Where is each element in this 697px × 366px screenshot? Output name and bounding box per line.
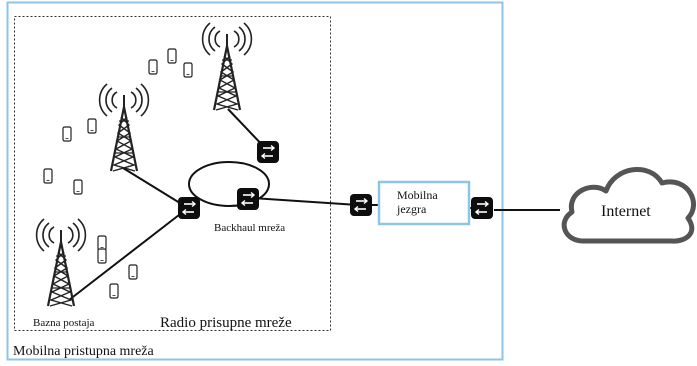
base-station-tower-1-icon [201,21,253,112]
cloud-icon [561,167,696,244]
backhaul-network-label: Backhaul mreža [214,222,285,234]
radio-access-network-label: Radio prisupne mreže [160,315,292,331]
mobile-phone-icon [87,118,97,134]
gateway-router-icon [349,193,373,217]
mobile-phone-icon [167,48,177,64]
mobile-phone-icon [148,59,158,75]
backhaul-router-icon [236,187,260,211]
mobile-access-network-border [6,1,504,361]
mobile-access-network-label: Mobilna pristupna mreža [13,344,155,359]
mobile-phone-icon [97,248,107,264]
internet-label: Internet [601,203,651,220]
mobile-core-box [377,180,471,226]
base-station-label: Bazna postaja [33,317,95,329]
mobile-phone-icon [73,179,83,195]
base-station-tower-2-icon [98,82,150,173]
backhaul-router-icon [256,140,280,164]
mobile-core-label-line2: jezgra [396,202,427,216]
mobile-phone-icon [109,283,119,299]
mobile-phone-icon [183,62,193,78]
core-router-icon [470,196,494,220]
mobile-core-label-line1: Mobilna [397,188,438,202]
radio-access-network-border [14,16,331,331]
mobile-phone-icon [43,168,53,184]
backhaul-router-icon [177,196,201,220]
mobile-phone-icon [62,126,72,142]
mobile-phone-icon [128,264,138,280]
mobile-phone-icon [97,235,107,251]
